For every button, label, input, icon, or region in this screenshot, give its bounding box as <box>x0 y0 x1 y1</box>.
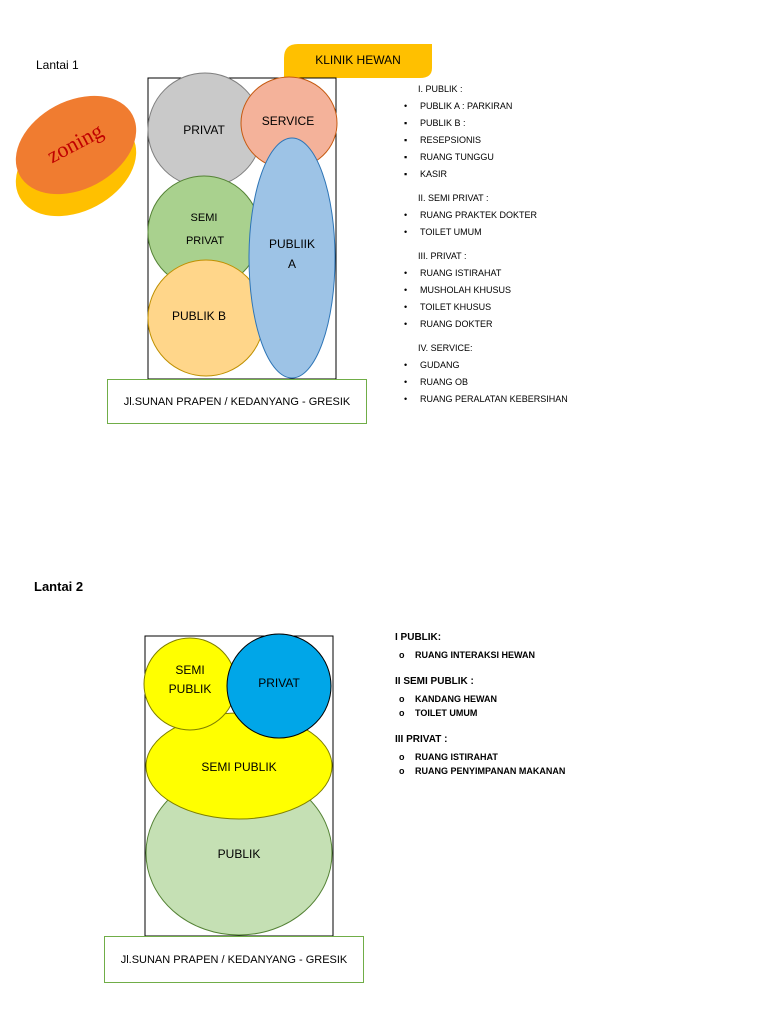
round-bullet-icon: • <box>404 101 408 111</box>
circle-bullet-icon: o <box>399 752 405 762</box>
round-bullet-icon: • <box>404 360 408 370</box>
label-semi-small-line2-f2: PUBLIK <box>169 682 212 696</box>
list-item: ▪KASIR <box>400 166 740 183</box>
label-publik-f2: PUBLIK <box>218 847 261 861</box>
label-semi-small-line1-f2: SEMI <box>175 663 204 677</box>
banner-text: KLINIK HEWAN <box>315 53 401 67</box>
zoning-logo: zoning <box>15 95 137 217</box>
list-item: •PUBLIK A : PARKIRAN <box>400 98 740 115</box>
round-bullet-icon: • <box>404 319 408 329</box>
floor1-legend: I. PUBLIK : •PUBLIK A : PARKIRAN ▪PUBLIK… <box>400 80 740 414</box>
title-banner: KLINIK HEWAN <box>284 44 432 78</box>
list-item: •GUDANG <box>400 357 740 374</box>
legend-heading: III. PRIVAT : <box>418 251 467 261</box>
label-privat-f2: PRIVAT <box>258 676 300 690</box>
floor1-label: Lantai 1 <box>36 58 79 72</box>
round-bullet-icon: • <box>404 268 408 278</box>
banner-shape <box>284 44 432 78</box>
list-item: •RUANG OB <box>400 374 740 391</box>
legend-group: II. SEMI PRIVAT : •RUANG PRAKTEK DOKTER … <box>400 189 740 241</box>
round-bullet-icon: • <box>404 377 408 387</box>
label-publik-a-line2-f1: A <box>288 257 296 271</box>
legend-heading: II. SEMI PRIVAT : <box>418 193 489 203</box>
legend-heading: II SEMI PUBLIK : <box>395 676 474 687</box>
round-bullet-icon: • <box>404 302 408 312</box>
list-item: ▪RESEPSIONIS <box>400 132 740 149</box>
list-item: •MUSHOLAH KHUSUS <box>400 282 740 299</box>
legend-heading: I. PUBLIK : <box>418 84 463 94</box>
floor2-label: Lantai 2 <box>34 579 84 594</box>
label-semi-privat-f1: PRIVAT <box>186 235 224 247</box>
round-bullet-icon: • <box>404 210 408 220</box>
zone-privat-f2 <box>226 633 332 739</box>
round-bullet-icon: • <box>404 394 408 404</box>
legend-group: III. PRIVAT : •RUANG ISTIRAHAT •MUSHOLAH… <box>400 247 740 333</box>
list-item: •TOILET KHUSUS <box>400 299 740 316</box>
road-label-f1: Jl.SUNAN PRAPEN / KEDANYANG - GRESIK <box>107 379 367 424</box>
circle-bullet-icon: o <box>399 708 405 718</box>
label-publik-a-line1-f1: PUBLIIK <box>269 237 315 251</box>
list-item: •RUANG DOKTER <box>400 316 740 333</box>
list-item: •RUANG PERALATAN KEBERSIHAN <box>400 391 740 408</box>
label-semi-publik-f2: SEMI PUBLIK <box>201 760 276 774</box>
legend-heading: IV. SERVICE: <box>418 343 473 353</box>
circle-bullet-icon: o <box>399 650 405 660</box>
legend-group: I. PUBLIK : •PUBLIK A : PARKIRAN ▪PUBLIK… <box>400 80 740 183</box>
list-item: ▪RUANG TUNGGU <box>400 149 740 166</box>
round-bullet-icon: • <box>404 285 408 295</box>
legend-heading: I PUBLIK: <box>395 632 442 643</box>
square-bullet-icon: ▪ <box>404 135 408 145</box>
label-privat-f1: PRIVAT <box>183 123 225 137</box>
list-item: ▪PUBLIK B : <box>400 115 740 132</box>
legend-group: IV. SERVICE: •GUDANG •RUANG OB •RUANG PE… <box>400 339 740 408</box>
circle-bullet-icon: o <box>399 694 405 704</box>
label-publik-b-f1: PUBLIK B <box>172 309 226 323</box>
road-label-f2: Jl.SUNAN PRAPEN / KEDANYANG - GRESIK <box>104 936 364 983</box>
round-bullet-icon: • <box>404 227 408 237</box>
square-bullet-icon: ▪ <box>404 169 408 179</box>
list-item: •RUANG PRAKTEK DOKTER <box>400 207 740 224</box>
circle-bullet-icon: o <box>399 766 405 776</box>
zone-publik-a-f1 <box>248 137 336 379</box>
logo-top-ellipse <box>15 95 137 195</box>
label-service-f1: SERVICE <box>262 114 314 128</box>
square-bullet-icon: ▪ <box>404 118 408 128</box>
label-semi-f1: SEMI <box>191 212 218 224</box>
square-bullet-icon: ▪ <box>404 152 408 162</box>
list-item: •TOILET UMUM <box>400 224 740 241</box>
legend-heading: III PRIVAT : <box>395 734 448 745</box>
list-item: •RUANG ISTIRAHAT <box>400 265 740 282</box>
